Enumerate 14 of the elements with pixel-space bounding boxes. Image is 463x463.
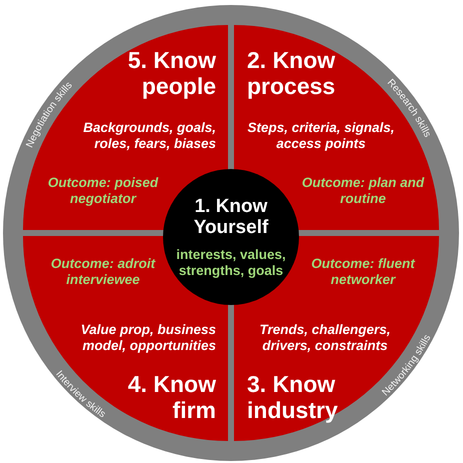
segment-title: 2. Know process <box>247 47 336 100</box>
outcome-text: Outcome: adroit interviewee <box>50 256 156 288</box>
center-description: interests, values, strengths, goals <box>175 247 287 278</box>
segment-description: Steps, criteria, signals, access points <box>246 120 396 152</box>
segment-description: Value prop, business model, opportunities <box>80 322 216 354</box>
segment-title: 3. Know industry <box>247 371 339 424</box>
outcome-text: Outcome: plan and routine <box>300 175 426 206</box>
outcome-text: Outcome: poised negotiator <box>46 175 160 206</box>
segment-title: 5. Know people <box>126 47 216 100</box>
outcome-text: Outcome: fluent networker <box>310 256 416 288</box>
segment-description: Trends, challengers, drivers, constraints <box>258 322 391 353</box>
segment-description: Backgrounds, goals, roles, fears, biases <box>82 120 216 152</box>
center-title: 1. Know Yourself <box>192 196 270 240</box>
segment-title: 4. Know firm <box>126 371 216 424</box>
